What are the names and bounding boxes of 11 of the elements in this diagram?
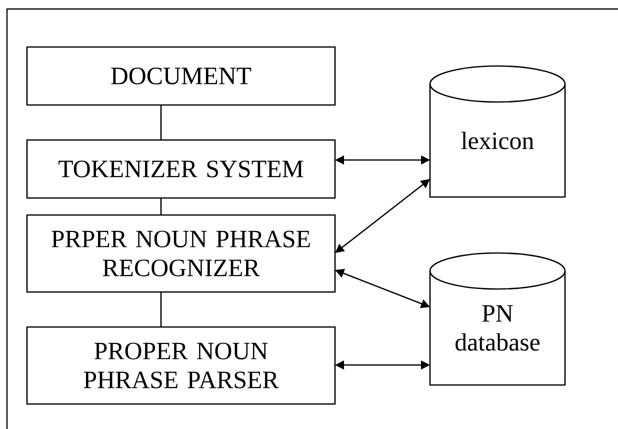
database-cylinder: lexicon [429, 65, 566, 198]
node-label: PN database [456, 305, 540, 351]
process-box: PROPER NOUN PHRASE PARSER [26, 326, 336, 405]
process-box: TOKENIZER SYSTEM [26, 139, 336, 199]
connector-line [160, 292, 162, 327]
node-label: lexicon [461, 132, 534, 150]
process-box: PRPER NOUN PHRASE RECOGNIZER [26, 214, 336, 293]
connector-line [160, 198, 162, 215]
database-cylinder: PN database [429, 252, 566, 386]
process-box: DOCUMENT [26, 46, 336, 106]
connector-line [160, 105, 162, 140]
